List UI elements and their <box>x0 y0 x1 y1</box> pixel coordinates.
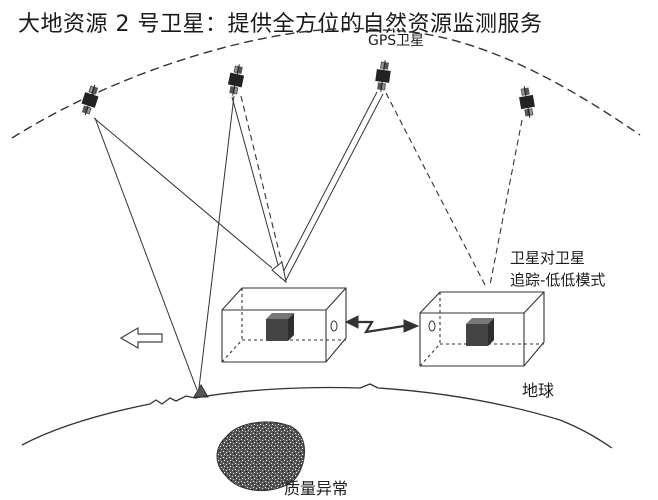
cube-icon <box>466 318 494 346</box>
left-arrow-icon <box>119 326 163 350</box>
page-title: 大地资源 2 号卫星：提供全方位的自然资源监测服务 <box>18 12 543 37</box>
mass-anomaly <box>216 421 305 492</box>
satellite-icon <box>77 82 103 118</box>
mode-label-line2: 追踪-低低模式 <box>510 271 605 289</box>
anomaly-label: 质量异常 <box>284 479 348 498</box>
signal-lines <box>93 95 279 391</box>
satellite-icon <box>373 58 393 94</box>
satellite-icon <box>225 62 247 98</box>
satellite-box-b <box>419 291 545 367</box>
lightning-link-icon <box>344 315 420 334</box>
mode-label-line1: 卫星对卫星 <box>510 249 585 267</box>
satellite-icon <box>516 84 538 120</box>
satellite-box-a <box>221 287 347 363</box>
earth-surface <box>21 383 613 449</box>
gps-label: GPS卫星 <box>368 33 424 49</box>
port-icon <box>428 320 436 332</box>
orbit-arc <box>11 27 641 139</box>
earth-label: 地球 <box>522 381 554 400</box>
port-icon <box>330 320 338 332</box>
cube-icon <box>266 313 294 341</box>
dashed-signal-lines <box>240 92 523 286</box>
link-to-gps-3 <box>271 91 384 284</box>
